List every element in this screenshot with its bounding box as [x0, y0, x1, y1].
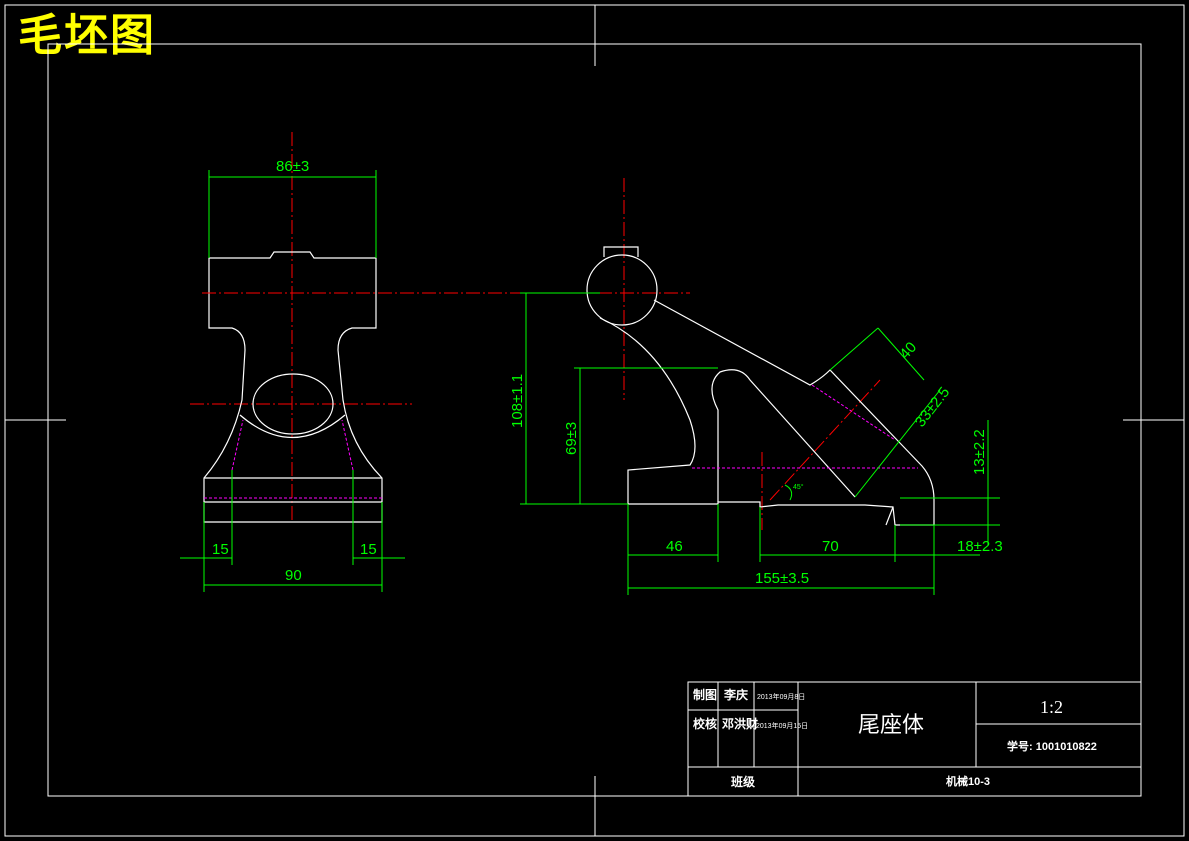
- tb-name-drawn: 李庆: [723, 687, 748, 702]
- tb-role-drawn: 制图: [693, 687, 717, 702]
- front-dimension-lines: [180, 170, 405, 592]
- side-dimension-lines: [520, 292, 1000, 595]
- tb-role-checked: 校核: [693, 716, 717, 731]
- side-hidden-lines: [692, 384, 918, 469]
- tb-student-id: 学号: 1001010822: [1007, 739, 1097, 753]
- dim-len-18: 18±2.3: [957, 538, 1003, 555]
- tb-class-label: 班级: [731, 774, 755, 789]
- dim-top-width: 86±3: [276, 158, 309, 175]
- tb-date-checked: 2013年09月15日: [756, 721, 808, 730]
- side-view: 108±1.1 69±3 40 33±2.5 13±2.2 46 70 18±2…: [202, 178, 1003, 595]
- dim-height-108: 108±1.1: [509, 374, 526, 428]
- front-outline: [203, 251, 383, 523]
- tb-date-drawn: 2013年09月8日: [757, 692, 805, 701]
- dim-len-70: 70: [822, 538, 839, 555]
- drawing-title: 毛坯图: [18, 10, 156, 61]
- dim-height-69: 69±3: [563, 422, 580, 455]
- dim-bottom-right: 15: [360, 541, 377, 558]
- tb-part-name: 尾座体: [858, 712, 924, 737]
- title-block: 制图 李庆 2013年09月8日 校核 邓洪财 2013年09月15日 尾座体 …: [687, 681, 1142, 797]
- side-outline: [586, 246, 935, 526]
- dim-len-46: 46: [666, 538, 683, 555]
- dim-overall: 155±3.5: [755, 570, 809, 587]
- tb-class-value: 机械10-3: [946, 774, 990, 788]
- dim-bottom-width: 90: [285, 567, 302, 584]
- dim-boss-40: 40: [896, 339, 920, 363]
- dim-bottom-left: 15: [212, 541, 229, 558]
- dim-angle-33: 33±2.5: [912, 384, 954, 431]
- front-view: 86±3 15 15 90: [180, 132, 412, 592]
- tb-name-checked: 邓洪财: [722, 716, 758, 731]
- front-centerlines: [190, 132, 412, 522]
- side-centerlines: [202, 178, 881, 530]
- dim-height-13: 13±2.2: [971, 429, 988, 475]
- front-hidden-lines: [204, 419, 382, 499]
- dim-angle-mark: 45°: [793, 483, 804, 491]
- tb-scale: 1:2: [1040, 697, 1063, 717]
- sheet-frame: [4, 4, 1185, 837]
